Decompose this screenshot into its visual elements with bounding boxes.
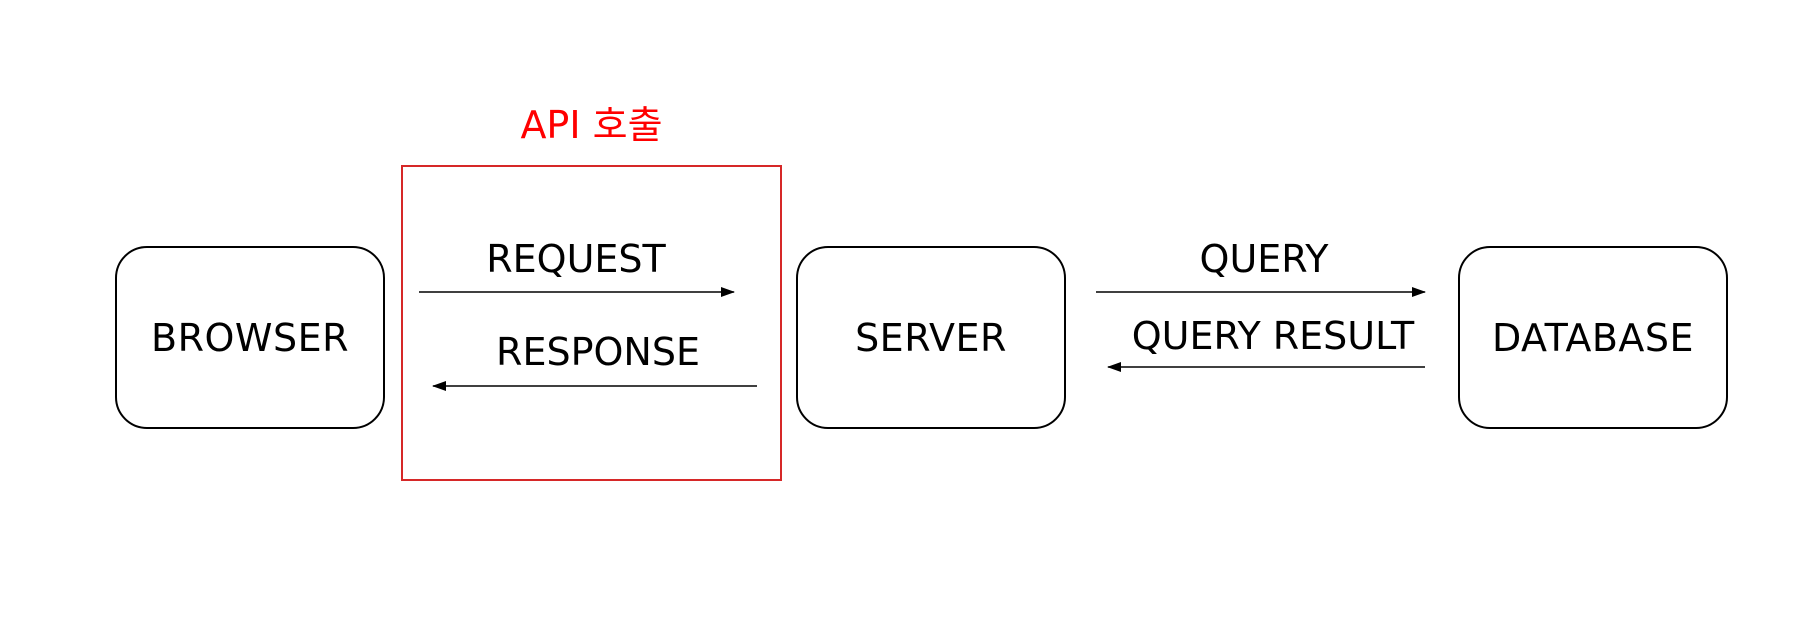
query-label: QUERY bbox=[1199, 237, 1329, 281]
api-call-title: API 호출 bbox=[520, 103, 663, 147]
database-label: DATABASE bbox=[1491, 315, 1695, 360]
server-label: SERVER bbox=[855, 315, 1007, 360]
api-call-group-box bbox=[401, 165, 782, 481]
server-node: SERVER bbox=[796, 246, 1066, 429]
request-label: REQUEST bbox=[486, 237, 666, 281]
query-result-label: QUERY RESULT bbox=[1131, 314, 1415, 358]
database-node: DATABASE bbox=[1458, 246, 1728, 429]
browser-node: BROWSER bbox=[115, 246, 385, 429]
browser-label: BROWSER bbox=[151, 315, 349, 360]
response-label: RESPONSE bbox=[496, 330, 700, 374]
